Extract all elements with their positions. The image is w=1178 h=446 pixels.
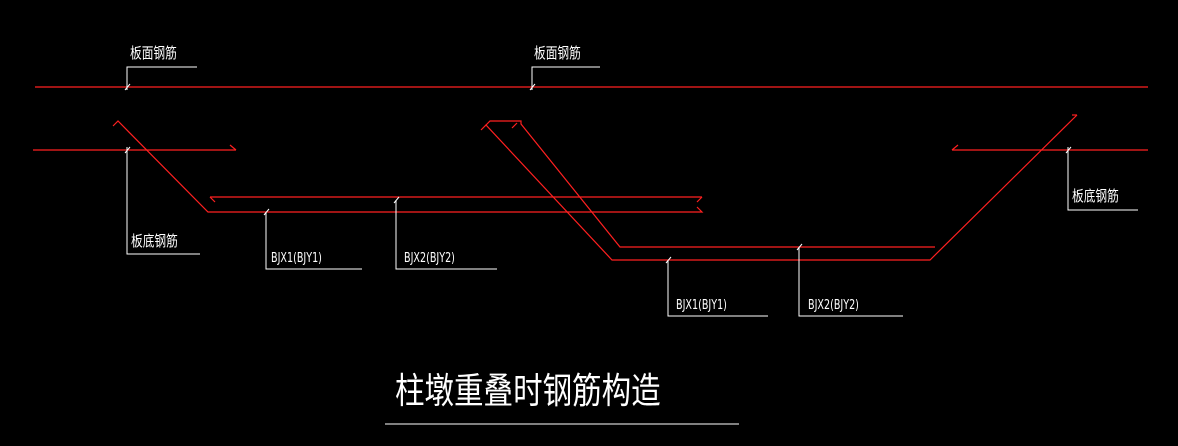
leader-bjx2-right-tick xyxy=(796,243,803,251)
drawing-title: 柱墩重叠时钢筋构造 xyxy=(395,371,661,412)
label-slab-top-left: 板面钢筋 xyxy=(130,44,177,62)
leader-slab-top-mid xyxy=(531,66,600,90)
leader-lines xyxy=(124,66,1138,425)
leader-bjx1-left xyxy=(265,212,362,270)
right-pier-rebar-bjx1 xyxy=(480,114,1078,261)
left-pier-rebar-bjx2-hook xyxy=(209,196,216,203)
label-slab-top-mid: 板面钢筋 xyxy=(534,44,581,62)
leader-slab-bottom-left-tick xyxy=(124,146,131,154)
left-pier-rebar-bjx1 xyxy=(112,120,704,213)
leader-bjx2-left-tick xyxy=(393,196,400,204)
label-bjx1-right: BJX1(BJY1) xyxy=(676,298,727,313)
leader-slab-bottom-left xyxy=(126,147,200,255)
leader-slab-bottom-right xyxy=(1067,147,1138,211)
label-bjx2-left: BJX2(BJY2) xyxy=(404,251,455,266)
leader-slab-top-left-tick xyxy=(124,83,131,91)
right-pier-rebar-bjx2 xyxy=(484,120,935,248)
slab-bottom-rebar-left-hook xyxy=(229,144,237,151)
leader-slab-top-mid-tick xyxy=(529,83,536,91)
label-bjx1-left: BJX1(BJY1) xyxy=(271,251,322,266)
right-pier-rebar-bjx2-upper xyxy=(511,122,518,129)
leader-slab-top-left xyxy=(126,66,197,90)
label-slab-bottom-right: 板底钢筋 xyxy=(1072,187,1119,205)
leader-bjx2-right xyxy=(798,247,903,317)
left-pier-rebar-bjx2-end xyxy=(696,196,703,203)
label-bjx2-right: BJX2(BJY2) xyxy=(808,298,859,313)
leader-slab-bottom-right-tick xyxy=(1065,146,1072,154)
leader-bjx1-right-tick xyxy=(665,256,672,264)
leader-bjx2-left xyxy=(395,200,497,270)
rebar-lines xyxy=(33,86,1148,261)
slab-bottom-rebar-right-hook xyxy=(951,144,959,151)
leader-bjx1-left-tick xyxy=(263,208,270,216)
leader-bjx1-right xyxy=(667,260,768,317)
label-slab-bottom-left: 板底钢筋 xyxy=(131,232,178,250)
